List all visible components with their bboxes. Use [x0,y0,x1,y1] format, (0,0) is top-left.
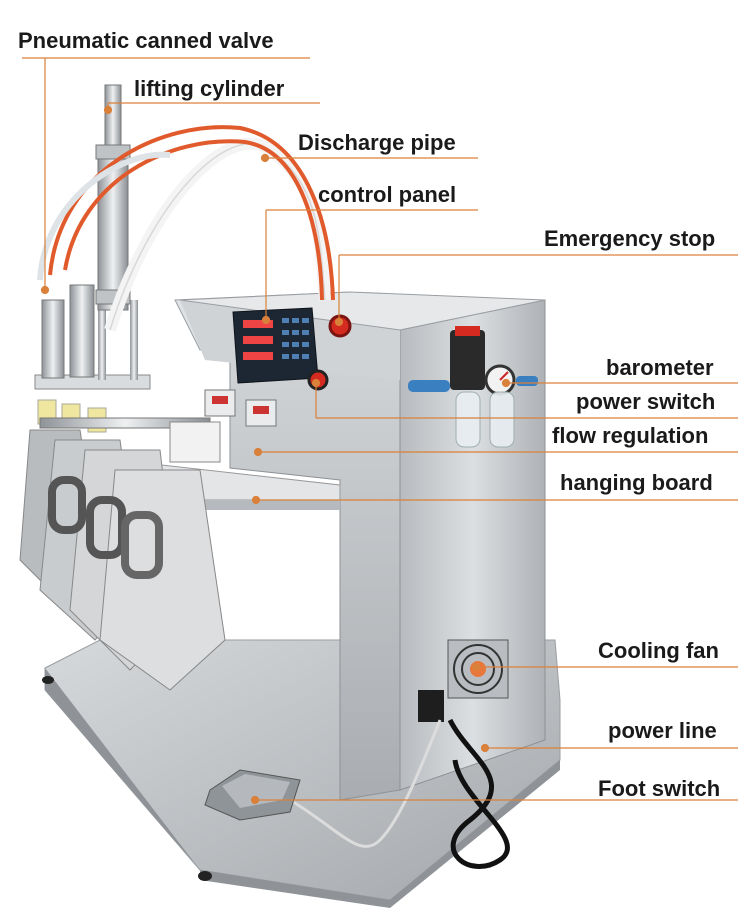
air-regulator-cap [455,326,480,336]
air-hose-orange [48,125,335,301]
air-regulator-body [450,330,485,390]
power-cable [447,718,510,869]
valve-guide-rod [98,300,106,380]
label-cooling-fan: Cooling fan [598,638,719,663]
air-filter-bowl-right [489,391,515,448]
valve-guide-rod [130,300,138,380]
label-power-switch: power switch [576,389,716,414]
emergency-stop-button [328,314,352,338]
control-panel-digits [243,320,273,360]
foot [42,676,54,684]
valve-body-right [69,284,95,378]
foot-switch-cable [289,719,442,848]
label-lifting-cylinder: lifting cylinder [134,76,285,101]
leader-lines [22,57,738,805]
valve-body-left [41,299,65,379]
air-filter-bowl-left [455,391,481,448]
label-hanging-board: hanging board [560,470,713,495]
label-control-panel: control panel [318,182,457,207]
air-hose-orange [63,139,324,301]
foot [198,871,212,881]
label-barometer: barometer [606,355,714,380]
bag-holder-block [169,421,221,463]
label-flow-regulation: flow regulation [552,423,709,448]
label-emergency-stop: Emergency stop [544,226,716,251]
label-discharge-pipe: Discharge pipe [298,130,456,155]
label-foot-switch: Foot switch [598,776,721,801]
pouch-bags [19,429,226,691]
cooling-fan-rotor [453,644,503,694]
control-panel-keys [282,318,309,359]
label-power-line: power line [608,718,717,743]
power-socket [418,690,444,722]
label-pneumatic-canned-valve: Pneumatic canned valve [18,28,274,53]
cabinet-top [179,291,546,331]
air-inlet [408,380,450,392]
